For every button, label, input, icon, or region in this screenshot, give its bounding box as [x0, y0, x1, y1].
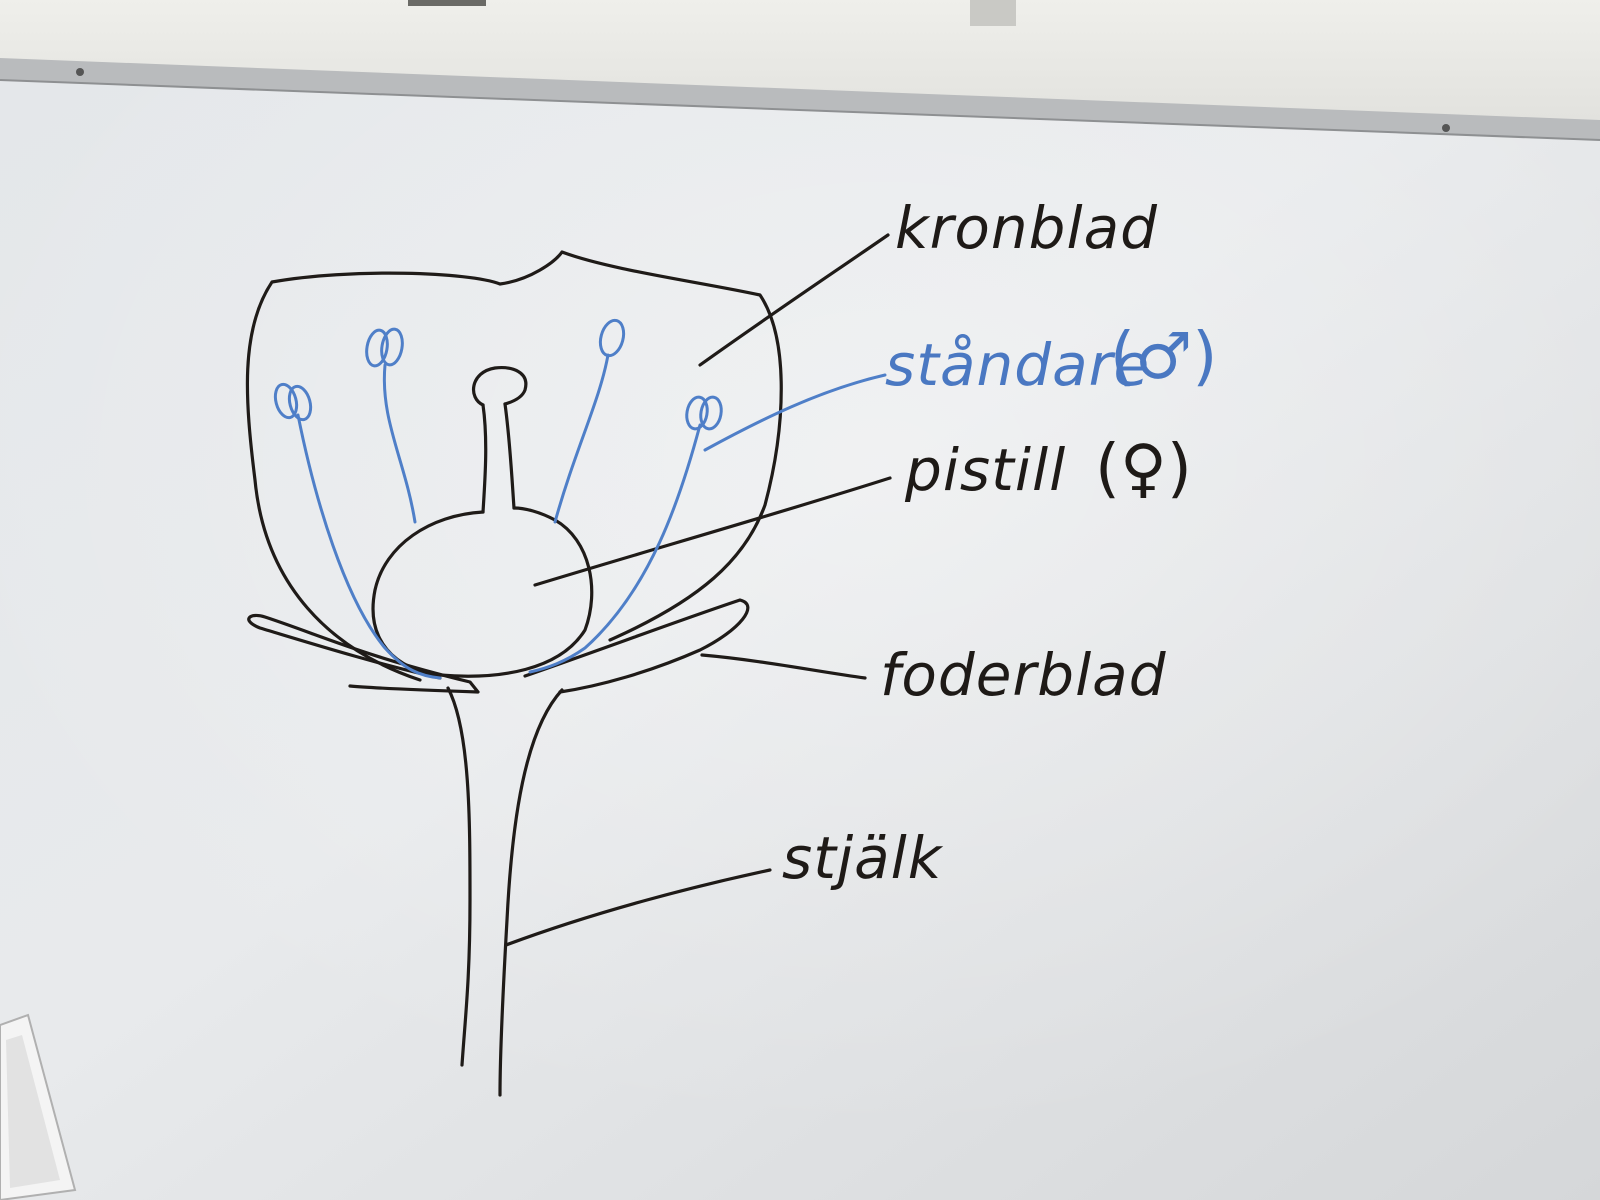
leader-line-pistil [533, 476, 892, 587]
stamen-anther [273, 382, 313, 422]
label-stem: stjälk [782, 824, 944, 892]
label-sepal: foderblad [880, 641, 1167, 709]
sepal-right [523, 598, 750, 694]
stem-left-edge [446, 686, 472, 1067]
rail-screw [76, 68, 84, 76]
stamen-filament [382, 363, 417, 524]
pistil-style-left [481, 403, 488, 514]
leader-line-sepal [700, 653, 867, 680]
leader-line-petal [698, 233, 890, 367]
rail-screw [1442, 124, 1450, 132]
stamen-anther [365, 327, 404, 368]
stamen-filament [296, 413, 442, 680]
stamen-anther [598, 318, 626, 358]
stamen-filament [528, 423, 702, 674]
label-stamen-symbol: (♂) [1110, 320, 1217, 394]
sepal-left [247, 613, 480, 694]
label-petal: kronblad [895, 194, 1158, 262]
pistil-stigma [472, 366, 528, 407]
petal-outline [245, 250, 783, 682]
board-top-rail [0, 58, 1600, 140]
wall-bracket [408, 0, 486, 6]
board-eraser [0, 1013, 77, 1200]
pistil-ovary [371, 506, 594, 678]
stem-right-edge [498, 688, 564, 1097]
label-stamen: ståndare [885, 331, 1150, 399]
leader-line-stem [504, 868, 772, 947]
whiteboard-glare [0, 68, 1600, 1200]
board-top-rail-edge [0, 79, 1600, 141]
label-pistil-symbol: (♀) [1095, 432, 1192, 506]
pistil-style-right [503, 402, 516, 510]
stamen-filament [553, 353, 610, 524]
wall-bracket [970, 0, 1016, 26]
label-pistil: pistill [904, 436, 1066, 504]
leader-line-stamen [703, 373, 887, 452]
stamen-anther [685, 395, 723, 431]
